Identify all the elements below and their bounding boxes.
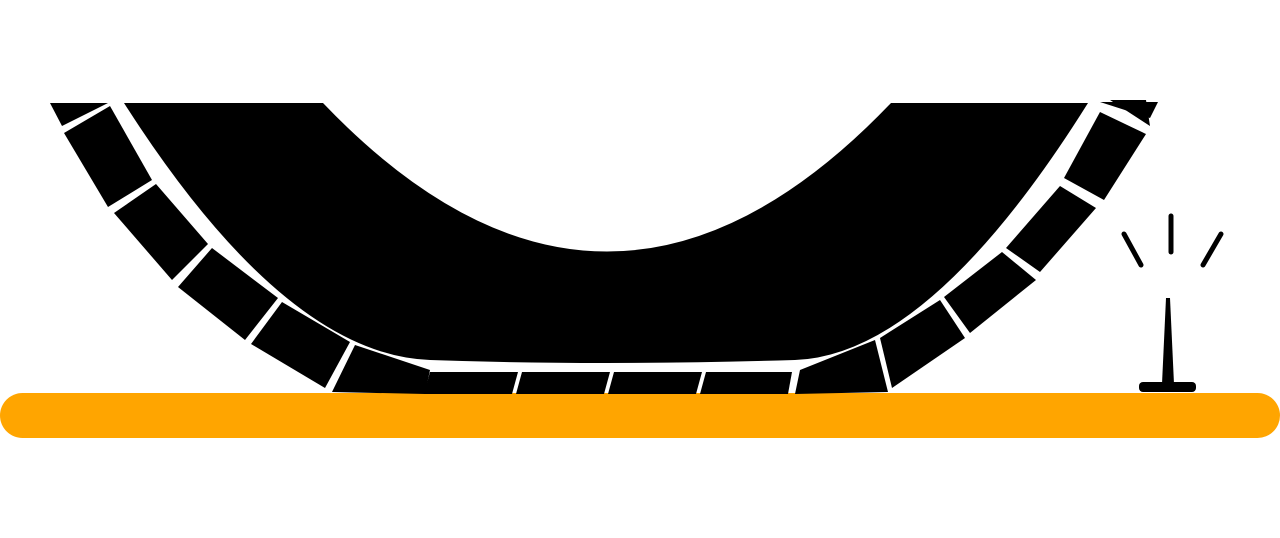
tread-block	[251, 302, 350, 388]
tread-block	[880, 300, 965, 388]
impact-marks-icon	[1121, 213, 1224, 268]
impact-mark-left	[1121, 231, 1144, 268]
tread-block	[332, 345, 430, 394]
tread-block	[700, 372, 792, 394]
tread-block	[608, 372, 702, 394]
tread-block	[50, 103, 108, 126]
nail-icon	[1139, 298, 1196, 392]
nail-head	[1139, 382, 1196, 392]
nail-shaft	[1162, 298, 1174, 384]
tread-block	[795, 340, 888, 394]
tread-block	[516, 372, 610, 394]
tread-block	[944, 252, 1036, 333]
impact-mark-right	[1200, 231, 1224, 268]
tread-block	[1110, 100, 1150, 126]
tread-block	[424, 372, 518, 394]
tire-tread	[50, 100, 1158, 394]
tread-block	[1064, 112, 1146, 200]
tread-block	[1006, 186, 1096, 272]
tread-block	[178, 248, 278, 340]
tread-block	[114, 184, 208, 280]
tread-block	[64, 106, 152, 207]
tire-body	[124, 103, 1088, 363]
road-bar	[0, 393, 1280, 438]
